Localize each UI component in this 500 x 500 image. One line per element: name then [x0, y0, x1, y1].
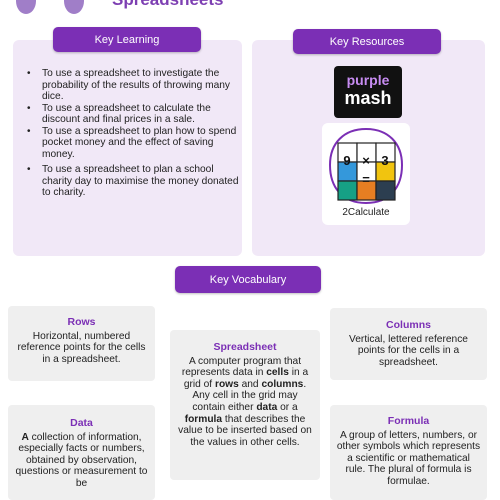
vocab-definition: A collection of information, especially … — [14, 432, 149, 490]
calculate-label: 2Calculate — [342, 207, 390, 218]
term-formula: formula — [184, 413, 223, 425]
calculate-resource-card: 9 × 3 = 2Calculate — [322, 123, 410, 225]
vocab-card-rows: Rows Horizontal, numbered reference poin… — [8, 306, 155, 381]
term-columns: columns — [261, 378, 304, 390]
definition-text: or a — [277, 401, 298, 413]
vocab-definition: Vertical, lettered reference points for … — [349, 333, 468, 368]
definition-text: and — [238, 378, 262, 390]
calculate-app-icon: 9 × 3 = — [328, 127, 404, 205]
vocab-title: Data — [70, 417, 93, 429]
calc-key-9: 9 — [343, 153, 350, 168]
definition-text: collection of information, especially fa… — [15, 431, 148, 489]
logo-text-mash: mash — [344, 88, 392, 108]
definition-text: that describes the value to be inserted … — [178, 413, 312, 448]
vocab-card-formula: Formula A group of letters, numbers, or … — [330, 405, 487, 500]
header-decoration-left — [16, 0, 36, 14]
vocab-title: Formula — [387, 415, 430, 427]
calc-grid — [337, 142, 396, 201]
list-item: To use a spreadsheet to calculate the di… — [24, 103, 239, 126]
list-item: To use a spreadsheet to plan how to spen… — [24, 126, 239, 161]
purple-mash-logo: purple mash — [334, 66, 402, 118]
calc-grid-cell — [337, 180, 358, 201]
vocab-definition: A group of letters, numbers, or other sy… — [336, 429, 481, 487]
page-title: Spreadsheets — [112, 0, 224, 10]
key-resources-heading: Key Resources — [293, 29, 441, 54]
vocab-definition: A computer program that represents data … — [176, 356, 314, 449]
calc-blob-outline — [328, 127, 404, 205]
vocab-card-data: Data A collection of information, especi… — [8, 405, 155, 500]
term-data: data — [256, 401, 278, 413]
vocab-card-columns: Columns Vertical, lettered reference poi… — [330, 308, 487, 380]
vocab-title: Spreadsheet — [213, 341, 277, 353]
definition-bold: A — [21, 431, 29, 443]
calc-key-times: × — [362, 153, 370, 168]
term-rows: rows — [214, 378, 239, 390]
header-decoration-right — [64, 0, 84, 14]
calc-grid-cell — [375, 180, 396, 201]
list-item: To use a spreadsheet to plan a school ch… — [24, 164, 239, 199]
key-vocabulary-heading: Key Vocabulary — [175, 266, 321, 293]
key-learning-list: To use a spreadsheet to investigate the … — [24, 68, 239, 199]
definition-text: A computer program that represents data … — [181, 355, 302, 379]
logo-text-purple: purple — [346, 72, 390, 88]
key-learning-heading: Key Learning — [53, 27, 201, 52]
definition-text: in a grid of — [183, 367, 309, 390]
vocab-definition: Horizontal, numbered reference points fo… — [17, 330, 146, 365]
vocab-card-spreadsheet: Spreadsheet A computer program that repr… — [170, 330, 320, 480]
vocab-title: Rows — [67, 316, 96, 328]
calc-key-3: 3 — [381, 153, 388, 168]
vocab-title: Columns — [386, 319, 431, 331]
definition-text: . Any cell in the grid may contain eithe… — [192, 378, 307, 413]
term-cells: cells — [266, 367, 289, 379]
calc-key-equals: = — [362, 172, 370, 187]
list-item: To use a spreadsheet to investigate the … — [24, 68, 239, 103]
